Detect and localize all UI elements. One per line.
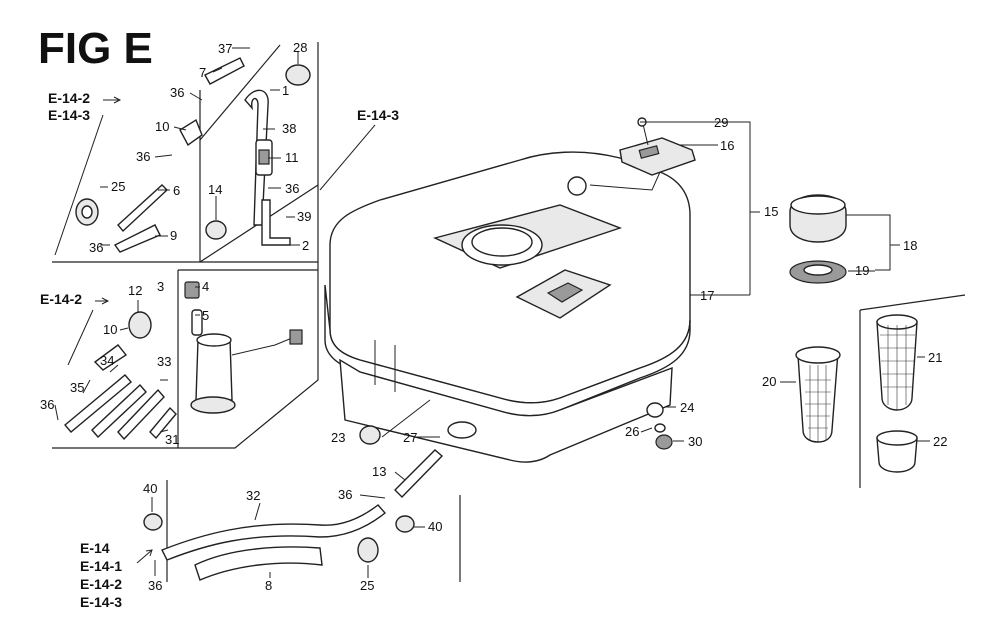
- ref-e14-3-top: E-14-3: [48, 107, 90, 123]
- part-label-4: 4: [202, 279, 209, 294]
- ref-e14-1-bottom: E-14-1: [80, 558, 122, 574]
- figure-title: FIG E: [38, 24, 153, 73]
- part-label-10-a: 10: [155, 119, 169, 134]
- fuel-gauge-assembly: [567, 117, 696, 196]
- panel-frames: [52, 42, 966, 582]
- part-label-40-a: 40: [143, 481, 157, 496]
- part-label-35: 35: [70, 380, 84, 395]
- ref-e14-2-mid: E-14-2: [40, 291, 82, 307]
- fuel-hoses-and-fittings: [64, 57, 673, 581]
- part-label-1: 1: [282, 83, 289, 98]
- part-label-7: 7: [199, 65, 206, 80]
- part-label-36-e: 36: [40, 397, 54, 412]
- part-label-36-a: 36: [170, 85, 184, 100]
- part-label-26: 26: [625, 424, 639, 439]
- fuel-strainer-parts: [795, 314, 918, 473]
- ref-e14-bottom: E-14: [80, 540, 110, 556]
- part-label-14: 14: [208, 182, 222, 197]
- part-label-27: 27: [403, 430, 417, 445]
- reference-labels: E-14-2 E-14-3 E-14-3 E-14-2 E-14 E-14-1 …: [40, 90, 399, 610]
- part-label-36-c: 36: [285, 181, 299, 196]
- part-label-28: 28: [293, 40, 307, 55]
- part-label-2: 2: [302, 238, 309, 253]
- part-label-36-d: 36: [89, 240, 103, 255]
- part-label-36-f: 36: [338, 487, 352, 502]
- part-label-36-g: 36: [148, 578, 162, 593]
- part-label-13: 13: [372, 464, 386, 479]
- part-label-25-a: 25: [111, 179, 125, 194]
- part-label-24: 24: [680, 400, 694, 415]
- part-label-11: 11: [285, 150, 299, 165]
- part-label-20: 20: [762, 374, 776, 389]
- part-label-40-b: 40: [428, 519, 442, 534]
- ref-e14-3-bottom: E-14-3: [80, 594, 122, 610]
- part-label-5: 5: [202, 308, 209, 323]
- leader-lines: [54, 47, 930, 578]
- part-label-10-b: 10: [103, 322, 117, 337]
- part-label-39: 39: [297, 209, 311, 224]
- part-label-8: 8: [265, 578, 272, 593]
- part-label-33: 33: [157, 354, 171, 369]
- part-label-25-b: 25: [360, 578, 374, 593]
- part-label-29: 29: [714, 115, 728, 130]
- part-label-36-b: 36: [136, 149, 150, 164]
- part-label-23: 23: [331, 430, 345, 445]
- part-numbers: 37 7 36 1 28 10 36 38 11 36 39 2 14 25 6…: [40, 40, 947, 593]
- part-label-38: 38: [282, 121, 296, 136]
- part-label-12: 12: [128, 283, 142, 298]
- part-label-17: 17: [700, 288, 714, 303]
- ref-e14-2-top: E-14-2: [48, 90, 90, 106]
- ref-e14-2-bottom: E-14-2: [80, 576, 122, 592]
- part-label-22: 22: [933, 434, 947, 449]
- part-label-37: 37: [218, 41, 232, 56]
- part-label-6: 6: [173, 183, 180, 198]
- part-label-9: 9: [170, 228, 177, 243]
- fuel-cap: [789, 194, 847, 284]
- part-label-19: 19: [855, 263, 869, 278]
- part-label-21: 21: [928, 350, 942, 365]
- part-label-3: 3: [157, 279, 164, 294]
- part-label-15: 15: [764, 204, 778, 219]
- part-label-30: 30: [688, 434, 702, 449]
- part-label-16: 16: [720, 138, 734, 153]
- part-label-31: 31: [165, 432, 179, 447]
- part-label-18: 18: [903, 238, 917, 253]
- ref-e14-3-mid: E-14-3: [357, 107, 399, 123]
- part-label-32: 32: [246, 488, 260, 503]
- part-label-34: 34: [100, 353, 114, 368]
- fuel-tank: [324, 151, 691, 463]
